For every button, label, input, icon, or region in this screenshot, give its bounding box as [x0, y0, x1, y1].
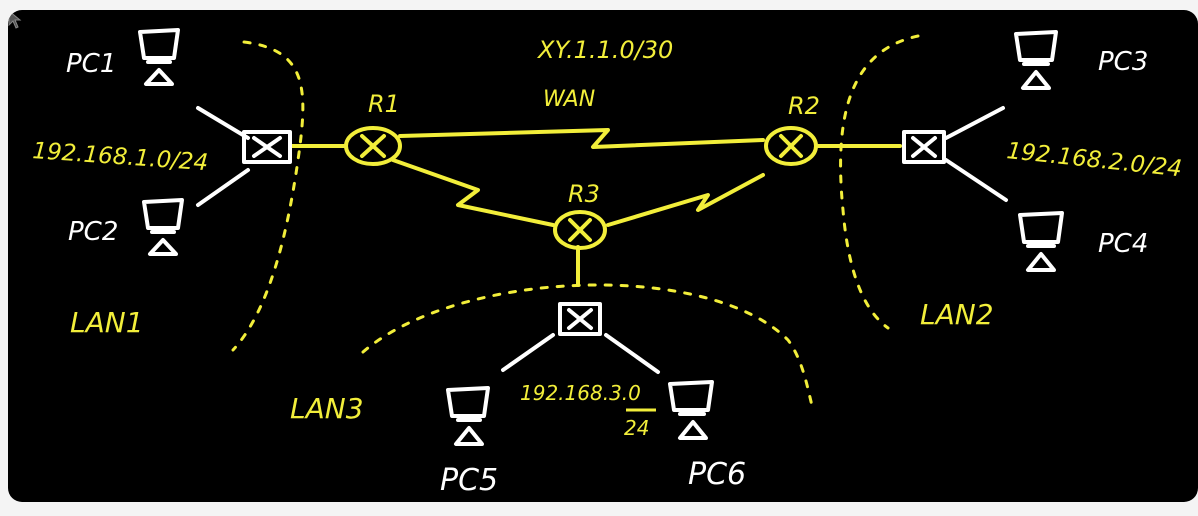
link-pc2-switch1 [196, 168, 250, 207]
switch-lan3-icon[interactable] [558, 302, 602, 336]
pc4-icon[interactable] [1018, 211, 1064, 272]
pc1-icon[interactable] [138, 28, 180, 86]
pc6-label: PC6 [688, 457, 746, 492]
pc-switch-links [196, 106, 1008, 374]
switch-lan1-icon[interactable] [242, 130, 292, 164]
pc5-icon[interactable] [446, 386, 490, 446]
routers [344, 126, 818, 250]
lan3-subnet-label: 192.168.3.0 [520, 381, 641, 405]
lan1-label: LAN1 [70, 306, 144, 339]
r2-label: R2 [788, 92, 820, 120]
wan-label: WAN [543, 87, 595, 112]
wan-link-r1-r2 [398, 128, 765, 149]
r1-label: R1 [368, 90, 400, 118]
link-switch3-pc5 [501, 333, 555, 372]
router-r1-icon[interactable] [344, 126, 402, 166]
pc2-icon[interactable] [142, 198, 184, 256]
network-diagram: PC1 PC2 PC3 PC4 PC5 PC6 R1 R2 R3 XY.1.1.… [32, 28, 1184, 498]
wan-subnet-label: XY.1.1.0/30 [536, 36, 673, 64]
router-r3-icon[interactable] [553, 210, 607, 250]
labels: PC1 PC2 PC3 PC4 PC5 PC6 R1 R2 R3 XY.1.1.… [32, 36, 1184, 498]
switches [242, 130, 946, 336]
mouse-cursor-icon [8, 10, 22, 29]
wan-link-r1-r3 [391, 158, 555, 227]
lan1-subnet-label: 192.168.1.0/24 [32, 138, 209, 176]
router-r2-icon[interactable] [764, 126, 818, 166]
lan1-boundary [231, 40, 305, 352]
wan-link-r3-r2 [606, 173, 765, 227]
lan3-boundary [361, 283, 815, 412]
lan3-label: LAN3 [290, 392, 364, 425]
lan3-mask-label: 24 [624, 416, 649, 440]
pc5-label: PC5 [440, 463, 498, 498]
pc2-label: PC2 [68, 217, 118, 247]
pc3-icon[interactable] [1014, 30, 1058, 90]
pc3-label: PC3 [1098, 47, 1148, 77]
pc4-label: PC4 [1098, 229, 1148, 259]
pcs [138, 28, 1064, 446]
link-switch3-pc6 [604, 333, 660, 374]
lan2-label: LAN2 [920, 298, 994, 331]
r3-label: R3 [568, 180, 600, 208]
link-switch2-pc3 [944, 106, 1005, 140]
lan2-subnet-label: 192.168.2.0/24 [1005, 138, 1183, 182]
pc6-icon[interactable] [668, 380, 714, 440]
diagram-board: PC1 PC2 PC3 PC4 PC5 PC6 R1 R2 R3 XY.1.1.… [8, 10, 1198, 502]
lan2-boundary [839, 34, 920, 330]
switch-lan2-icon[interactable] [902, 130, 946, 164]
router-links [290, 128, 902, 287]
link-switch2-pc4 [944, 158, 1008, 202]
link-pc1-switch1 [196, 106, 250, 140]
lan-boundaries [231, 34, 920, 412]
pc1-label: PC1 [66, 49, 116, 79]
